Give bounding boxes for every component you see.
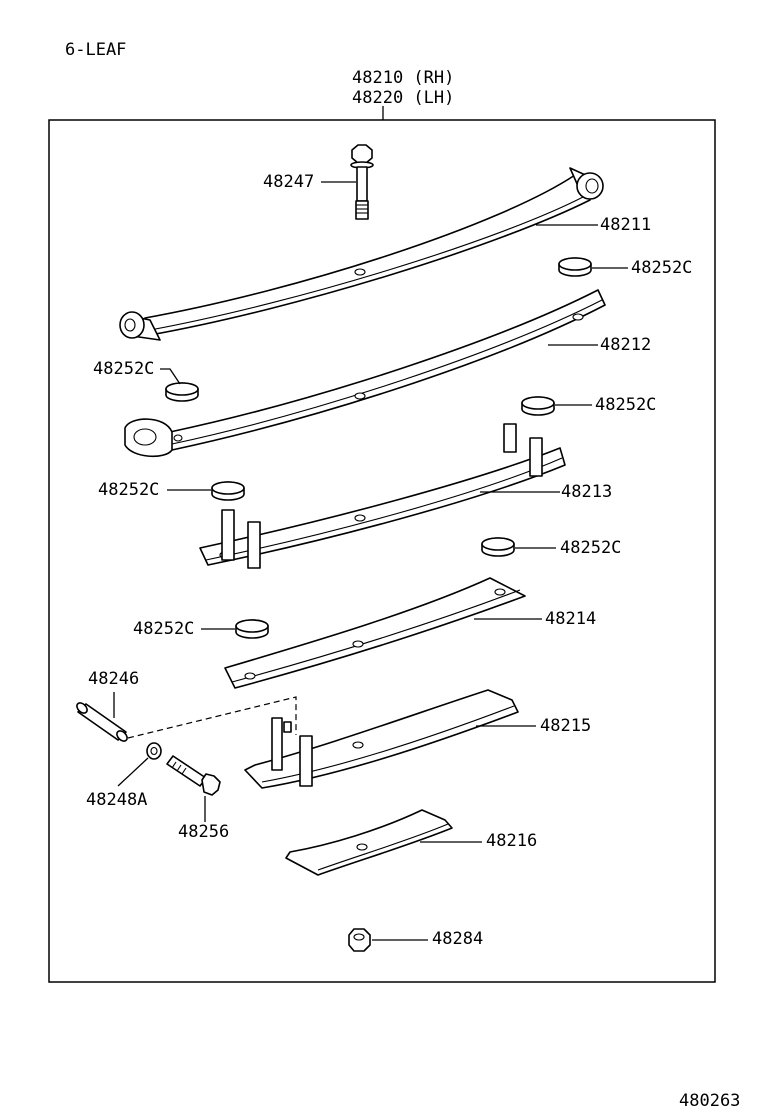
dashed-connection-line [127, 696, 297, 739]
leader-48252c-2 [160, 368, 181, 385]
spacer-48252c-6 [235, 619, 269, 639]
leaf-48214 [224, 577, 526, 689]
leaf-48216 [285, 809, 453, 876]
leader-48248a [117, 757, 149, 787]
label-48252c-4: 48252C [98, 480, 160, 500]
assembly-frame [48, 119, 716, 983]
label-48211: 48211 [600, 215, 652, 235]
bolt-48247 [350, 144, 374, 220]
spacer-48252c-1 [558, 257, 592, 277]
label-48252c-3: 48252C [595, 395, 657, 415]
diagram-code: 480263 [679, 1091, 741, 1111]
bolt-48256 [166, 755, 221, 796]
leaf-48213 [199, 423, 566, 569]
label-48252c-1: 48252C [631, 258, 693, 278]
nut-48284 [348, 928, 371, 952]
spacer-48252c-3 [521, 396, 555, 416]
spacer-48252c-2 [165, 382, 199, 402]
label-48216: 48216 [486, 831, 538, 851]
label-48215: 48215 [540, 716, 592, 736]
label-48246: 48246 [88, 669, 140, 689]
assembly-label-rh: 48210 (RH) [352, 68, 455, 88]
label-48248a: 48248A [86, 790, 148, 810]
label-48284: 48284 [432, 929, 484, 949]
assembly-label-lh: 48220 (LH) [352, 88, 455, 108]
leaf-48212 [124, 289, 606, 458]
leaf-48211 [119, 167, 604, 341]
spacer-48252c-5 [481, 537, 515, 557]
label-48252c-5: 48252C [560, 538, 622, 558]
label-48252c-6: 48252C [133, 619, 195, 639]
pin-48246 [76, 702, 128, 742]
label-48247: 48247 [263, 172, 315, 192]
label-48256: 48256 [178, 822, 230, 842]
label-48212: 48212 [600, 335, 652, 355]
label-48214: 48214 [545, 609, 597, 629]
washer-48248a [146, 742, 162, 760]
label-48213: 48213 [561, 482, 613, 502]
leaf-48215 [244, 689, 519, 789]
label-48252c-2: 48252C [93, 359, 155, 379]
spacer-48252c-4 [211, 481, 245, 501]
variant-label: 6-LEAF [65, 40, 127, 60]
